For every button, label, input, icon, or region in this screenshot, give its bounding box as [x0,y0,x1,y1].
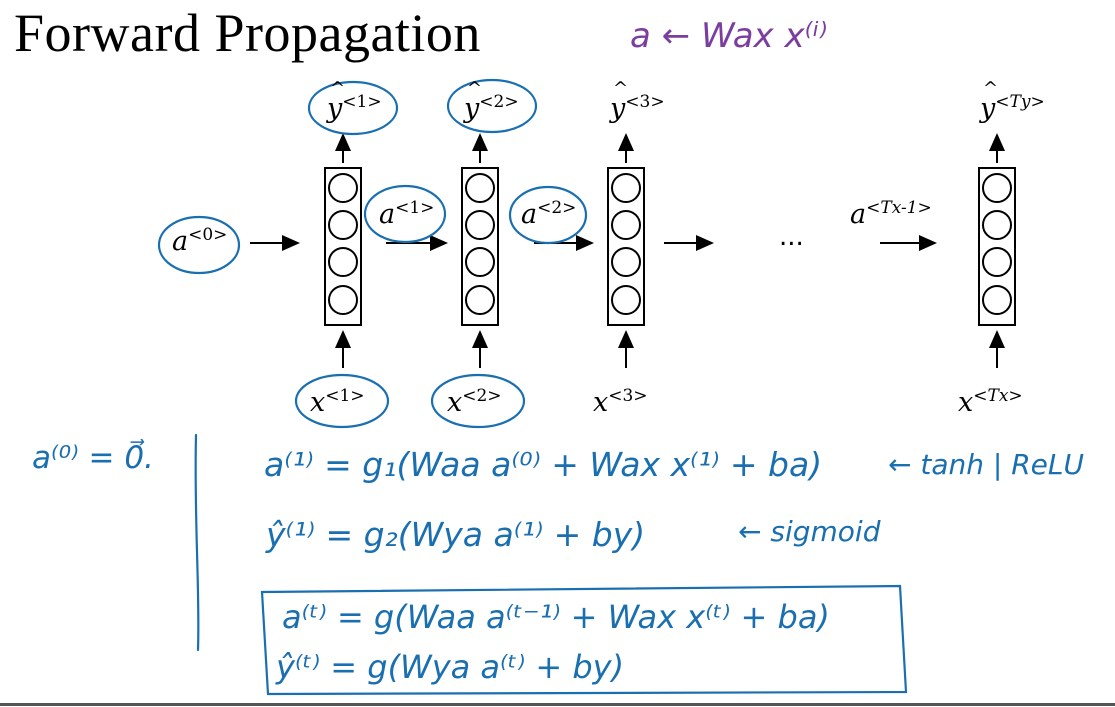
rnn-cell-1 [324,167,362,326]
rnn-cell-3 [607,167,645,326]
rnn-unit-3-4 [611,285,641,315]
output-label-1: y<1> [327,78,382,124]
input-label-tx: x<Tx> [958,386,1023,418]
rnn-cell-2 [461,167,499,326]
output-label-2: y<2> [464,78,519,124]
output-label-3: y<3> [610,78,665,124]
ink-circle-4 [363,184,447,244]
rnn-cell-4 [978,167,1016,326]
equation-y1: ŷ⁽¹⁾ = g₂(Wya a⁽¹⁾ + by) [266,515,646,554]
ink-circle-3 [446,78,538,134]
rnn-unit-2-4 [465,285,495,315]
rnn-unit-1-3 [328,247,358,277]
activation-label-0: a<0> [172,225,228,257]
equation-y1-note: ← sigmoid [738,515,881,548]
boxed-equation-yt: ŷ⁽ᵗ⁾ = g(Wya a⁽ᵗ⁾ + by) [276,648,625,686]
ink-separator [194,433,200,652]
rnn-unit-4-4 [982,285,1012,315]
init-equation: a⁽⁰⁾ = 0⃗. [32,440,154,476]
rnn-unit-3-1 [611,173,641,203]
rnn-unit-3-3 [611,247,641,277]
boxed-equation-at: a⁽ᵗ⁾ = g(Waa a⁽ᵗ⁻¹⁾ + Wax x⁽ᵗ⁾ + ba) [282,598,830,636]
rnn-unit-4-3 [982,247,1012,277]
rnn-unit-2-1 [465,173,495,203]
ink-circle-2 [307,80,399,136]
rnn-unit-4-2 [982,210,1012,240]
ink-circle-5 [508,185,588,245]
ink-circle-1 [157,215,241,275]
rnn-unit-1-4 [328,285,358,315]
ellipsis: ... [779,222,804,252]
slide-title: Forward Propagation [14,3,481,63]
annotation-wax: a ← Wax x⁽ⁱ⁾ [630,16,828,56]
equation-a1-note: ← tanh | ReLU [888,448,1084,481]
activation-label-tx-1: a<Tx-1> [850,198,932,230]
activation-label-2: a<2> [521,198,577,230]
input-label-3: x<3> [593,386,648,418]
output-label-ty: y<Ty> [980,78,1045,124]
rnn-unit-2-2 [465,210,495,240]
rnn-unit-1-1 [328,173,358,203]
rnn-unit-4-1 [982,173,1012,203]
input-label-2: x<2> [447,386,502,418]
ink-circle-6 [294,373,390,429]
equation-a1: a⁽¹⁾ = g₁(Waa a⁽⁰⁾ + Wax x⁽¹⁾ + ba) [264,445,823,484]
rnn-unit-1-2 [328,210,358,240]
bottom-divider [0,703,1115,706]
input-label-1: x<1> [310,386,365,418]
rnn-unit-3-2 [611,210,641,240]
ink-box-general-equations [260,584,908,696]
rnn-unit-2-3 [465,247,495,277]
ink-circle-7 [430,373,526,429]
activation-label-1: a<1> [379,198,435,230]
